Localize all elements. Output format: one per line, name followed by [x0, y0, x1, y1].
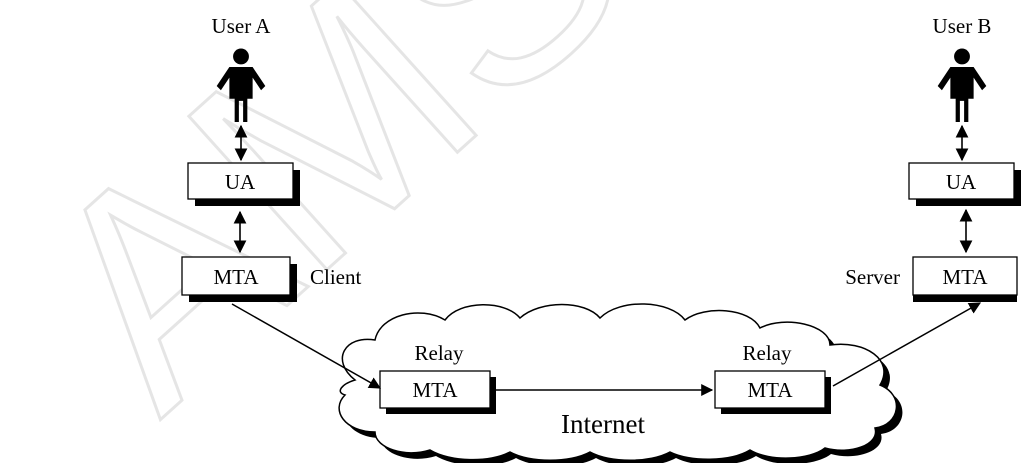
user-b-ua-label: UA	[946, 170, 977, 194]
relay-left-label: Relay	[415, 341, 464, 365]
server-label: Server	[845, 265, 900, 289]
user-a-mta-box	[181, 256, 291, 296]
user-b-person-icon	[937, 48, 987, 122]
user-a-ua-label: UA	[225, 170, 256, 194]
user-b-group: User B UA MTA Server	[845, 14, 1021, 302]
user-b-mta-box	[912, 256, 1018, 296]
client-to-relay-arrow	[231, 303, 382, 389]
relay-left-mta-label: MTA	[413, 378, 459, 402]
user-b-mta-label: MTA	[943, 265, 989, 289]
relay-to-server-arrow	[832, 302, 982, 387]
relay-left-mta-box	[379, 370, 491, 409]
relay-right-mta-label: MTA	[748, 378, 794, 402]
user-a-label: User A	[212, 14, 272, 38]
relay-right-mta-box	[714, 370, 826, 409]
internet-cloud: Internet	[338, 303, 903, 463]
cloud-outline	[338, 303, 897, 461]
client-label: Client	[310, 265, 361, 289]
user-a-group: User A UA MTA Client	[181, 14, 361, 302]
relay-left-group: Relay MTA	[379, 341, 496, 414]
relay-right-group: Relay MTA	[714, 341, 831, 414]
internet-label: Internet	[561, 409, 645, 439]
user-a-ua-box	[187, 162, 294, 200]
user-b-ua-box	[908, 162, 1015, 200]
user-b-label: User B	[933, 14, 992, 38]
message-path	[231, 302, 982, 396]
user-a-mta-label: MTA	[214, 265, 260, 289]
relay-right-label: Relay	[743, 341, 792, 365]
